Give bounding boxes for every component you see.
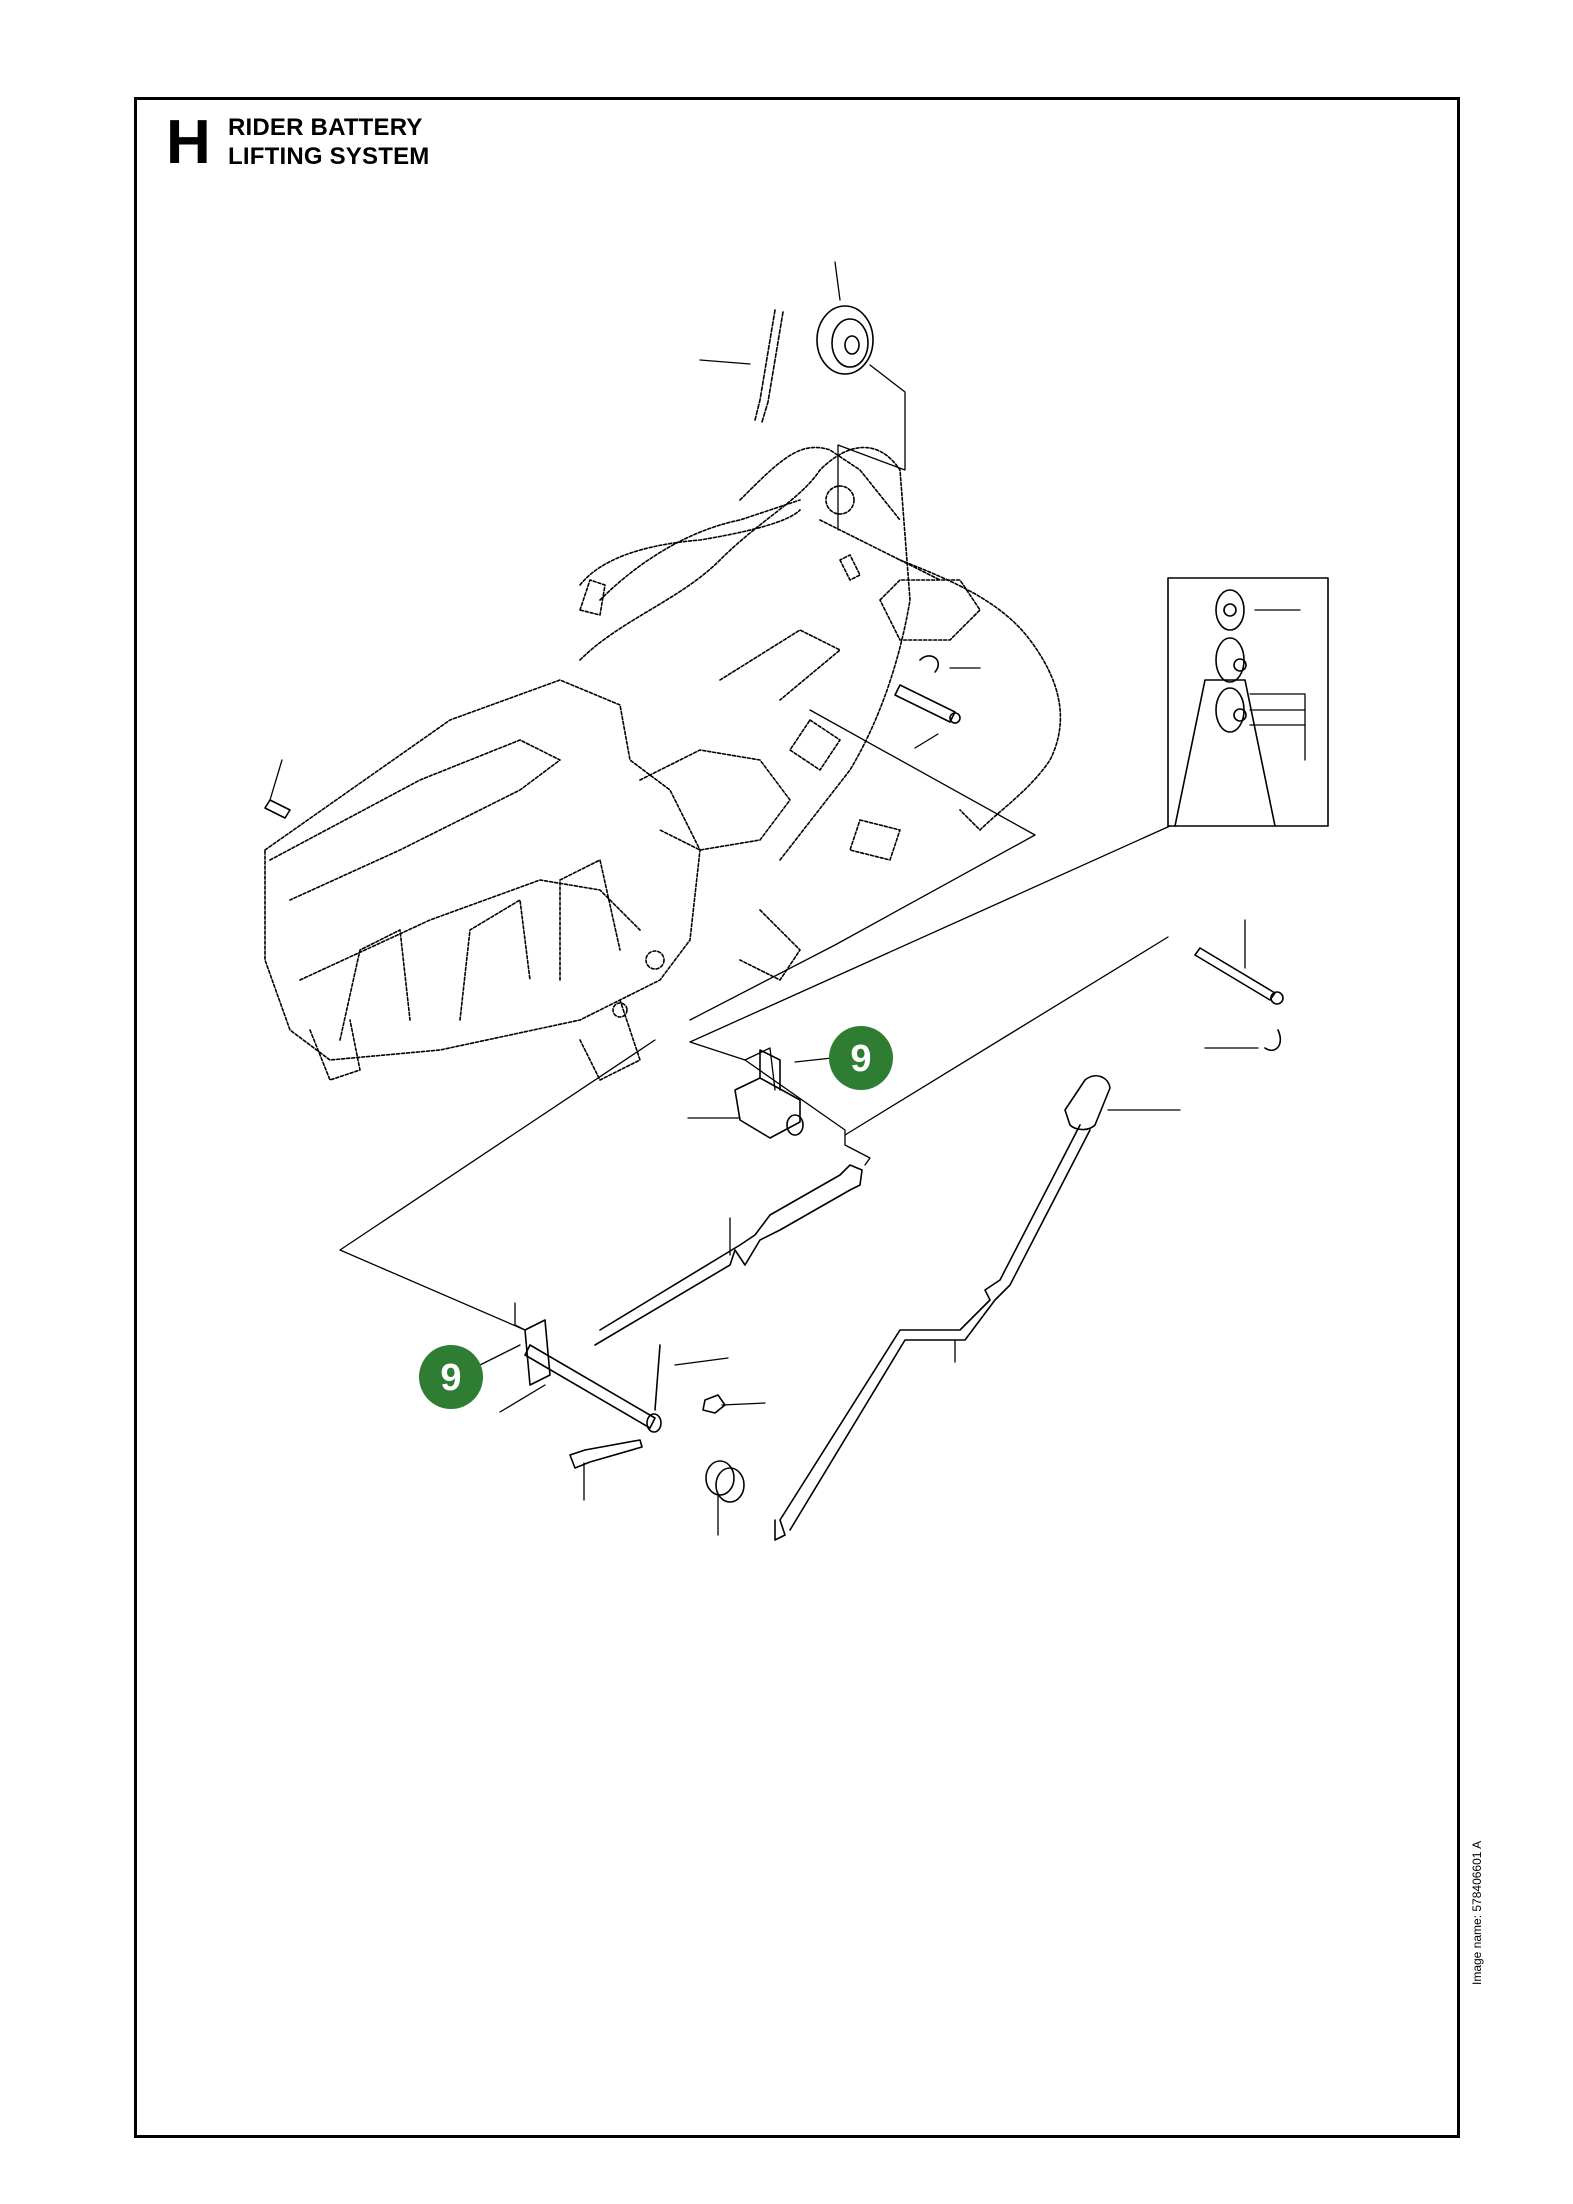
- section-letter: H: [166, 108, 211, 177]
- part-8-link-rod: [594, 1164, 863, 1346]
- part-10-shaft: [524, 1319, 662, 1433]
- part-4-chain: [754, 309, 784, 423]
- part-13-spring-pin: [654, 1344, 661, 1411]
- part-3-bracket: [734, 1049, 804, 1139]
- part-17-knob: [1064, 1075, 1111, 1131]
- part-7-clip-upper: [919, 655, 940, 673]
- section-title-line-1: RIDER BATTERY: [228, 114, 423, 141]
- assembly-reference-lines: [339, 709, 1171, 1331]
- part-14-lever: [774, 1124, 1081, 1541]
- part-2-pin: [894, 684, 961, 724]
- chassis-frame: [264, 446, 1062, 1081]
- part-16-nut: [702, 1394, 726, 1414]
- part-12-bushing: [705, 1460, 745, 1503]
- highlight-badge-lower-label: 9: [440, 1357, 461, 1399]
- page-frame: [134, 97, 1460, 2138]
- image-name-label: Image name: 578406601 A: [1470, 1840, 1484, 1985]
- part-15-bolt: [569, 1439, 643, 1469]
- highlight-badge-upper: 9: [829, 1026, 893, 1090]
- leader-lines: [269, 261, 1306, 1536]
- part-6-rod: [1194, 947, 1284, 1005]
- highlight-badge-upper-label: 9: [850, 1038, 871, 1080]
- chain-detail-inset: [1167, 577, 1329, 827]
- highlight-badge-lower: 9: [419, 1345, 483, 1409]
- section-title-line-2: LIFTING SYSTEM: [228, 143, 430, 170]
- part-11-bolt: [264, 799, 291, 819]
- part-1-pulley-wheel: [816, 305, 874, 375]
- part-7-clip-lower: [1264, 1029, 1282, 1052]
